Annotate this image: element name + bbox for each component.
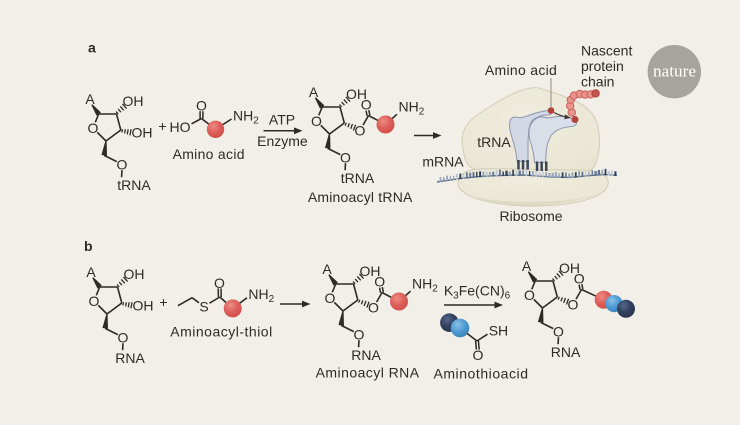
svg-text:O: O bbox=[574, 271, 585, 287]
svg-text:protein: protein bbox=[581, 58, 624, 74]
svg-text:OH: OH bbox=[132, 125, 153, 141]
svg-text:A: A bbox=[322, 261, 332, 277]
svg-text:S: S bbox=[199, 299, 208, 315]
svg-text:SH: SH bbox=[489, 323, 508, 339]
svg-text:O: O bbox=[354, 326, 365, 342]
svg-text:ATP: ATP bbox=[269, 111, 295, 127]
svg-text:HO: HO bbox=[170, 119, 191, 135]
svg-text:Enzyme: Enzyme bbox=[257, 133, 308, 149]
svg-text:O: O bbox=[324, 290, 335, 306]
svg-text:tRNA: tRNA bbox=[117, 177, 151, 193]
svg-text:mRNA: mRNA bbox=[422, 154, 464, 170]
svg-text:O: O bbox=[311, 113, 322, 129]
svg-text:A: A bbox=[309, 84, 319, 100]
svg-text:OH: OH bbox=[133, 298, 154, 314]
svg-text:RNA: RNA bbox=[351, 347, 381, 363]
svg-text:O: O bbox=[340, 149, 351, 165]
svg-text:A: A bbox=[85, 91, 95, 107]
svg-text:O: O bbox=[196, 98, 207, 114]
svg-text:A: A bbox=[522, 258, 532, 274]
svg-text:tRNA: tRNA bbox=[477, 134, 511, 150]
svg-text:O: O bbox=[361, 97, 372, 113]
svg-text:+: + bbox=[159, 294, 167, 310]
svg-text:chain: chain bbox=[581, 74, 614, 90]
svg-text:O: O bbox=[118, 329, 129, 345]
svg-text:OH: OH bbox=[123, 93, 144, 109]
svg-text:O: O bbox=[524, 287, 535, 303]
svg-text:Aminoacyl-thiol: Aminoacyl-thiol bbox=[170, 324, 272, 340]
svg-text:+: + bbox=[158, 118, 166, 134]
svg-text:tRNA: tRNA bbox=[341, 170, 375, 186]
svg-text:Amino acid: Amino acid bbox=[485, 62, 557, 78]
svg-text:Amino acid: Amino acid bbox=[173, 146, 245, 162]
svg-text:Aminoacyl tRNA: Aminoacyl tRNA bbox=[308, 189, 413, 205]
svg-text:RNA: RNA bbox=[115, 350, 145, 366]
svg-text:RNA: RNA bbox=[551, 344, 581, 360]
svg-text:O: O bbox=[88, 293, 99, 309]
svg-text:nature: nature bbox=[653, 62, 696, 81]
svg-text:O: O bbox=[87, 120, 98, 136]
svg-text:Aminoacyl RNA: Aminoacyl RNA bbox=[316, 365, 420, 381]
svg-text:a: a bbox=[88, 40, 96, 56]
svg-text:O: O bbox=[214, 275, 225, 291]
svg-text:OH: OH bbox=[124, 266, 145, 282]
svg-text:Nascent: Nascent bbox=[581, 43, 632, 59]
svg-text:Aminothioacid: Aminothioacid bbox=[433, 366, 528, 382]
svg-text:O: O bbox=[374, 274, 385, 290]
svg-text:O: O bbox=[117, 156, 128, 172]
svg-text:b: b bbox=[84, 238, 93, 254]
svg-text:Ribosome: Ribosome bbox=[499, 208, 562, 224]
svg-text:O: O bbox=[553, 323, 564, 339]
svg-text:O: O bbox=[473, 347, 484, 363]
svg-text:A: A bbox=[86, 264, 96, 280]
